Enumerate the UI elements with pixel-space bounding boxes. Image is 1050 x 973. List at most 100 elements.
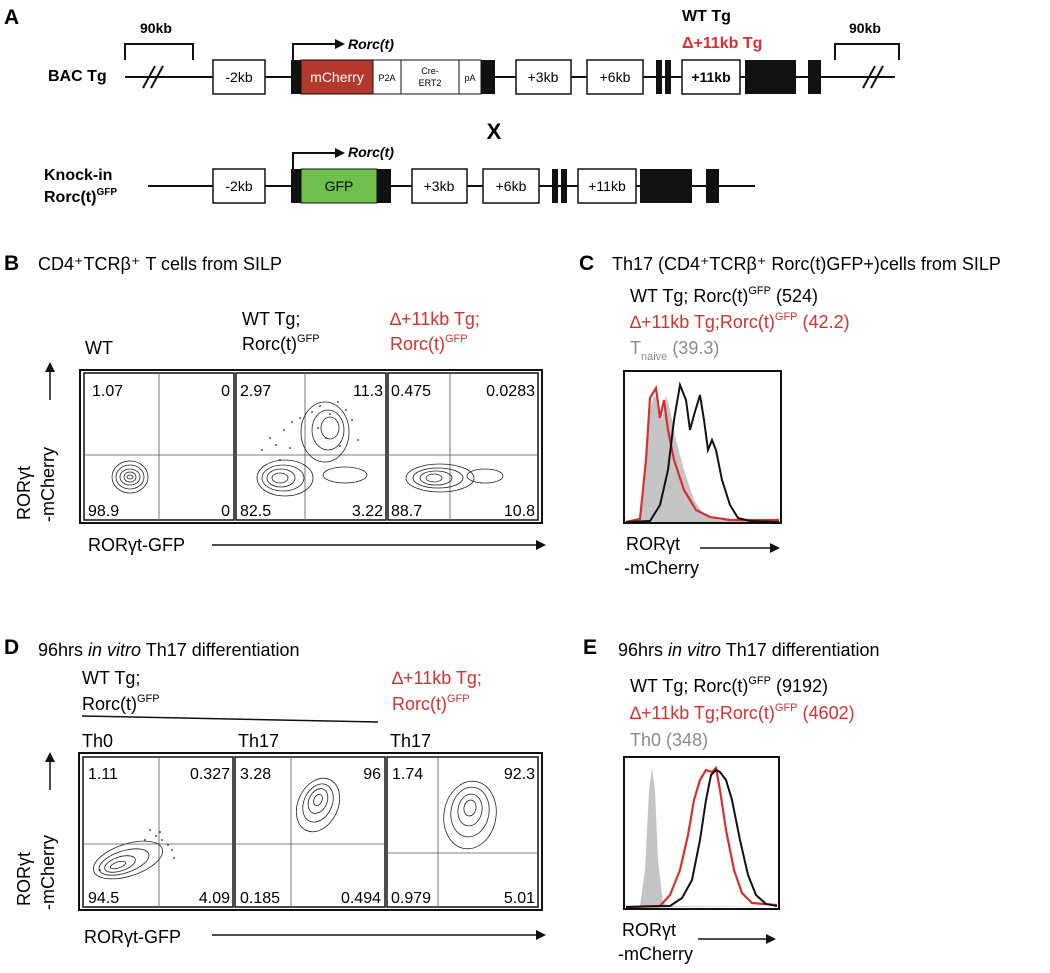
panel-b-plot-3: 0.475 0.0283 88.7 10.8 [387, 372, 539, 521]
panel-d-plot-1: 1.11 0.327 94.5 4.09 [82, 756, 234, 908]
panel-d-plot-1-ur: 0.327 [190, 766, 230, 783]
panel-b-x-arrowhead [536, 540, 546, 550]
panel-d-plot-1-ll: 94.5 [88, 890, 119, 907]
panel-d-plot-1-contour [93, 840, 163, 880]
panel-b-plot-2-contour [256, 401, 368, 497]
panel-a: A 90kb 90kb WT Tg Δ+11kb Tg BAC Tg -2kb … [4, 6, 900, 206]
panel-b-plot-3-frame [387, 372, 539, 521]
panel-d-plot-3-lr: 5.01 [504, 890, 535, 907]
panel-b-col3-line1: ∆+11kb Tg; [390, 309, 480, 329]
ki-plus6-box [482, 168, 540, 204]
panel-b-plot-2-frame [235, 372, 387, 521]
span-right-label: 90kb [849, 20, 881, 36]
bac-break-left-2 [150, 65, 164, 89]
bac-minus2-label: -2kb [225, 69, 252, 85]
panel-d-col3-label: Th17 [390, 731, 431, 751]
bac-plus6-label: +6kb [600, 69, 631, 85]
panel-d-plot-1-frame [82, 756, 234, 908]
panel-e-delta-hist [625, 765, 778, 909]
panel-e-th0-hist [626, 768, 777, 907]
panel-e-legend-delta: ∆+11kb Tg;Rorc(t)GFP (4602) [630, 702, 855, 723]
panel-d-group1-line2: Rorc(t)GFP [82, 693, 160, 714]
ki-gfp-label: GFP [325, 178, 354, 194]
panel-e-letter: E [583, 636, 597, 659]
panel-c-wt-hist [625, 381, 780, 523]
ki-promoter-arrowhead [335, 148, 345, 158]
panel-b: B CD4⁺TCRβ⁺ T cells from SILP WT WT Tg; … [4, 252, 546, 555]
panel-c-x-label-1: RORγt [626, 534, 680, 554]
panel-d-plot-1-lr: 4.09 [199, 890, 230, 907]
panel-b-plot-1: 1.07 0 98.9 0 [83, 372, 235, 521]
panel-d-plot-2-ur: 96 [363, 766, 381, 783]
panel-d-plot-2-ul: 3.28 [240, 766, 271, 783]
panel-d-group1-line1: WT Tg; [82, 668, 140, 688]
ki-plus6-label: +6kb [496, 178, 527, 194]
panel-b-plot-1-ur: 0 [221, 383, 230, 400]
panel-e-title: 96hrs in vitro Th17 differentiation [618, 640, 880, 660]
bac-minus2-box [212, 59, 266, 95]
knockin-label-line1: Knock-in [44, 167, 112, 184]
ki-exon-large [640, 169, 692, 203]
panel-d-plot-1-ul: 1.11 [88, 766, 118, 783]
panel-c-legend-wt: WT Tg; Rorc(t)GFP (524) [630, 285, 818, 306]
panel-c-letter: C [579, 252, 594, 275]
delta-tg-label: Δ+11kb Tg [682, 35, 762, 52]
bac-plus11-box [681, 59, 741, 95]
ki-exon-end [377, 169, 391, 203]
bac-plus3-box [515, 59, 572, 95]
panel-d-plot-3-frame [386, 756, 539, 908]
span-right-bracket [834, 43, 900, 60]
bac-cre-label-2: ERT2 [419, 78, 442, 88]
panel-b-y-arrowhead [45, 362, 55, 372]
panel-d-x-arrowhead [536, 930, 546, 940]
panel-b-plot-3-ur: 0.0283 [486, 383, 535, 400]
knockin-label-line2: Rorc(t)GFP [44, 187, 117, 206]
panel-c-legend-naive: Tnaive (39.3) [630, 338, 719, 363]
panel-b-y-label-1: RORγt [14, 466, 34, 520]
ki-plus3-box [411, 168, 468, 204]
panel-b-plot-2: 2.97 11.3 82.5 3.22 [235, 372, 387, 521]
bac-exon-small-2 [665, 60, 671, 94]
bac-break-left-1 [142, 65, 156, 89]
ki-exon-start [291, 169, 301, 203]
panel-e-x-label-1: RORγt [622, 920, 676, 940]
panel-c: C Th17 (CD4⁺TCRβ⁺ Rorc(t)GFP+)cells from… [579, 252, 1001, 578]
panel-e-legend-th0: Th0 (348) [630, 730, 708, 750]
panel-b-plot-2-ur: 11.3 [353, 383, 383, 400]
panel-b-plot-3-ul: 0.475 [391, 383, 431, 400]
panel-d-col1-label: Th0 [82, 731, 113, 751]
panel-e-legend-wt: WT Tg; Rorc(t)GFP (9192) [630, 675, 828, 696]
bac-exon-last [808, 60, 821, 94]
panel-d-y-label-2: -mCherry [38, 835, 58, 910]
panel-d-plot-3-contour [443, 780, 497, 850]
ki-exon-small-2 [561, 169, 567, 203]
bac-exon-start [291, 60, 301, 94]
panel-b-plot-1-lr: 0 [221, 503, 230, 520]
panel-d-plot-3-ll: 0.979 [391, 890, 431, 907]
bac-break-right-1 [862, 65, 876, 89]
panel-d-plot-3-ul: 1.74 [392, 766, 423, 783]
panel-c-title: Th17 (CD4⁺TCRβ⁺ Rorc(t)GFP+)cells from S… [612, 254, 1001, 274]
panel-d-letter: D [4, 636, 19, 659]
bac-cre-label-1: Cre- [421, 66, 439, 76]
panel-d-plot-2-lr: 0.494 [341, 890, 381, 907]
panel-b-col2-line2: Rorc(t)GFP [242, 333, 320, 354]
panel-d-plot-2: 3.28 96 0.185 0.494 [234, 756, 386, 908]
panel-d-frame [78, 752, 543, 911]
ki-plus3-label: +3kb [424, 178, 455, 194]
wt-tg-label: WT Tg [682, 8, 731, 25]
panel-d: D 96hrs in vitro Th17 differentiation WT… [4, 636, 546, 947]
panel-b-title: CD4⁺TCRβ⁺ T cells from SILP [38, 254, 282, 274]
panel-b-plot-2-lr: 3.22 [352, 503, 383, 520]
bac-mcherry-box [300, 59, 374, 95]
panel-d-x-label: RORγt-GFP [84, 927, 181, 947]
panel-b-frame [79, 369, 543, 524]
bac-tg-label: BAC Tg [48, 68, 107, 85]
ki-gfp-box [300, 168, 378, 204]
ki-plus11-box [577, 168, 637, 204]
panel-e-wt-hist [625, 768, 778, 908]
panel-d-group2-line2: Rorc(t)GFP [392, 693, 470, 714]
ki-promoter-arrow [292, 152, 335, 169]
cross-symbol: X [487, 119, 502, 144]
panel-e: E 96hrs in vitro Th17 differentiation WT… [583, 636, 880, 964]
